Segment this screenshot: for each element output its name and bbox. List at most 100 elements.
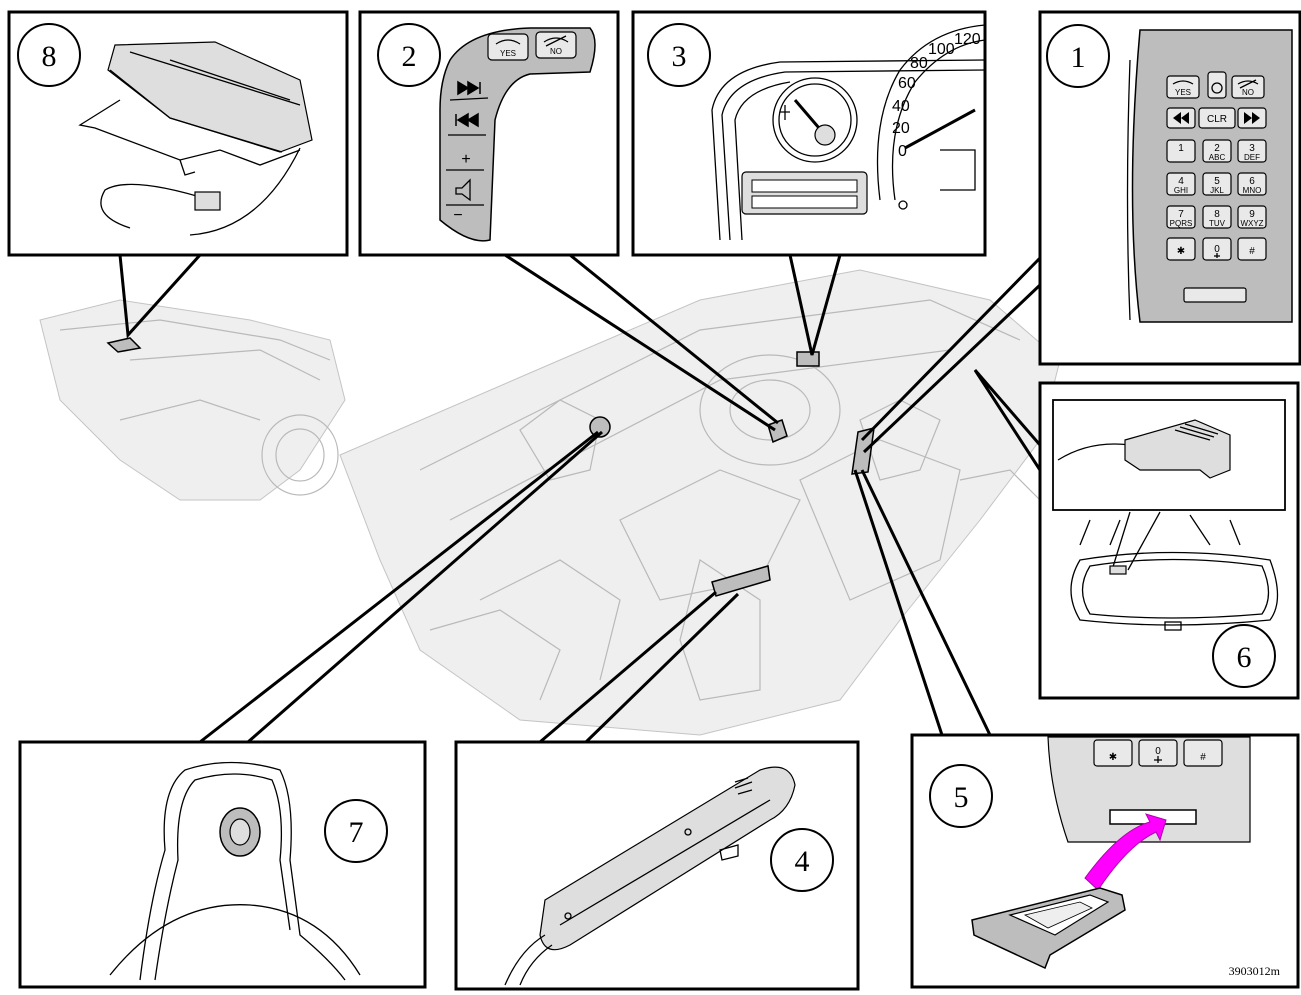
box-5-sim-card: ✱ 0 # 5 3903012m bbox=[910, 733, 1300, 989]
key-3-digit: 3 bbox=[1249, 143, 1255, 154]
handset-down-icon bbox=[1237, 79, 1259, 89]
microphone-marker bbox=[589, 416, 611, 438]
display-marker bbox=[796, 351, 820, 367]
key-1 bbox=[1166, 139, 1196, 163]
key-8-digit: 8 bbox=[1214, 209, 1220, 220]
key-6-letters: MNO bbox=[1243, 186, 1262, 195]
box-7-headrest-speaker: 7 bbox=[18, 740, 427, 989]
antenna-unit bbox=[107, 41, 313, 153]
callout-5: 5 bbox=[954, 781, 969, 814]
antenna-marker bbox=[106, 337, 142, 353]
steering-no-button bbox=[535, 31, 577, 59]
sim-key-hash-label: # bbox=[1200, 752, 1206, 763]
key-3 bbox=[1237, 139, 1267, 163]
key-4 bbox=[1166, 172, 1196, 196]
callout-6: 6 bbox=[1237, 641, 1252, 674]
volume-down-label: − bbox=[453, 207, 462, 224]
figure-reference-code: 3903012m bbox=[1229, 964, 1281, 978]
key-4-letters: GHI bbox=[1174, 186, 1188, 195]
speed-20: 20 bbox=[892, 120, 910, 137]
clr-label: CLR bbox=[1207, 114, 1227, 125]
key-star-label: ✱ bbox=[1177, 246, 1185, 257]
box-6-mirror-microphone: 6 bbox=[1038, 381, 1300, 700]
key-6-digit: 6 bbox=[1249, 176, 1255, 187]
sim-card-slot bbox=[1183, 287, 1247, 303]
steering-no-label: NO bbox=[550, 47, 562, 56]
sim-key-star-label: ✱ bbox=[1109, 752, 1117, 763]
box-8-antenna: 8 bbox=[7, 10, 349, 257]
speed-120: 120 bbox=[954, 31, 981, 48]
speed-60: 60 bbox=[898, 75, 916, 92]
rear-view-mirror bbox=[1070, 551, 1279, 626]
box-3-instrument-display: 3 100 120 80 60 40 20 0 bbox=[631, 10, 987, 257]
key-5-letters: JKL bbox=[1210, 186, 1224, 195]
key-2-digit: 2 bbox=[1214, 143, 1220, 154]
key-5-digit: 5 bbox=[1214, 176, 1220, 187]
box-4-handset: 4 bbox=[454, 740, 860, 991]
steering-yes-label: YES bbox=[500, 49, 516, 58]
keypad-no-button bbox=[1231, 75, 1265, 99]
speaker-icon bbox=[455, 178, 471, 202]
key-5 bbox=[1202, 172, 1232, 196]
key-7-digit: 7 bbox=[1178, 209, 1184, 220]
digit-keys: 1 2 ABC 3 DEF 4 GHI 5 JKL 6 MNO 7 PQRS 8… bbox=[1166, 139, 1267, 261]
next-icon bbox=[1244, 112, 1260, 124]
callout-2: 2 bbox=[402, 40, 417, 73]
key-7-letters: PQRS bbox=[1170, 219, 1193, 228]
power-icon bbox=[1211, 82, 1223, 94]
key-9 bbox=[1237, 205, 1267, 229]
key-2 bbox=[1202, 139, 1232, 163]
handset-down-icon bbox=[543, 35, 569, 47]
key-4-digit: 4 bbox=[1178, 176, 1184, 187]
key-hash-label: # bbox=[1249, 246, 1255, 257]
key-2-letters: ABC bbox=[1209, 153, 1226, 162]
key-0-label: 0 bbox=[1214, 244, 1220, 255]
keypad-yes-button bbox=[1166, 75, 1200, 99]
callout-3: 3 bbox=[672, 40, 687, 73]
key-hash bbox=[1237, 237, 1267, 261]
power-button bbox=[1207, 71, 1227, 99]
volume-up-label: + bbox=[461, 151, 470, 168]
key-6 bbox=[1237, 172, 1267, 196]
key-star bbox=[1166, 237, 1196, 261]
keypad-no-label: NO bbox=[1242, 88, 1254, 97]
sim-key-star bbox=[1093, 739, 1133, 767]
antenna-connector bbox=[194, 191, 221, 211]
key-8 bbox=[1202, 205, 1232, 229]
fuel-gauge bbox=[772, 77, 858, 163]
sim-key-0 bbox=[1138, 739, 1178, 767]
mirror-mic bbox=[1109, 565, 1127, 575]
key-0 bbox=[1202, 237, 1232, 261]
key-1-digit: 1 bbox=[1178, 143, 1184, 154]
speedometer bbox=[876, 24, 986, 201]
steering-yes-button bbox=[487, 33, 529, 61]
key-9-digit: 9 bbox=[1249, 209, 1255, 220]
insert-arrow-icon bbox=[1084, 813, 1167, 891]
handset-up-icon bbox=[1172, 80, 1194, 85]
sim-key-0-label: 0 bbox=[1155, 746, 1161, 757]
speed-100: 100 bbox=[928, 41, 955, 58]
prev-icon bbox=[1173, 112, 1189, 124]
key-7 bbox=[1166, 205, 1196, 229]
key-3-letters: DEF bbox=[1244, 153, 1260, 162]
callout-8: 8 bbox=[42, 40, 57, 73]
speed-0: 0 bbox=[898, 143, 907, 160]
pointer-lines bbox=[118, 253, 1042, 744]
handset-up-icon bbox=[495, 39, 521, 45]
keypad-marker bbox=[851, 427, 875, 475]
speed-80: 80 bbox=[910, 55, 928, 72]
steering-control-pad bbox=[439, 27, 596, 242]
callout-4: 4 bbox=[795, 845, 810, 878]
car-interior-background bbox=[39, 269, 1061, 736]
key-9-letters: WXYZ bbox=[1240, 219, 1263, 228]
box-1-keypad: 1 YES NO CLR 1 2 ABC 3 DEF 4 GHI bbox=[1038, 10, 1301, 366]
next-track-icon bbox=[457, 80, 481, 96]
callout-7: 7 bbox=[349, 816, 364, 849]
callout-1: 1 bbox=[1071, 41, 1086, 74]
prev-track-icon bbox=[455, 112, 479, 128]
box-2-steering-controls: 2 YES NO + − bbox=[358, 10, 620, 257]
clr-button bbox=[1198, 107, 1236, 129]
sim-key-hash bbox=[1183, 739, 1223, 767]
keypad-yes-label: YES bbox=[1175, 88, 1191, 97]
